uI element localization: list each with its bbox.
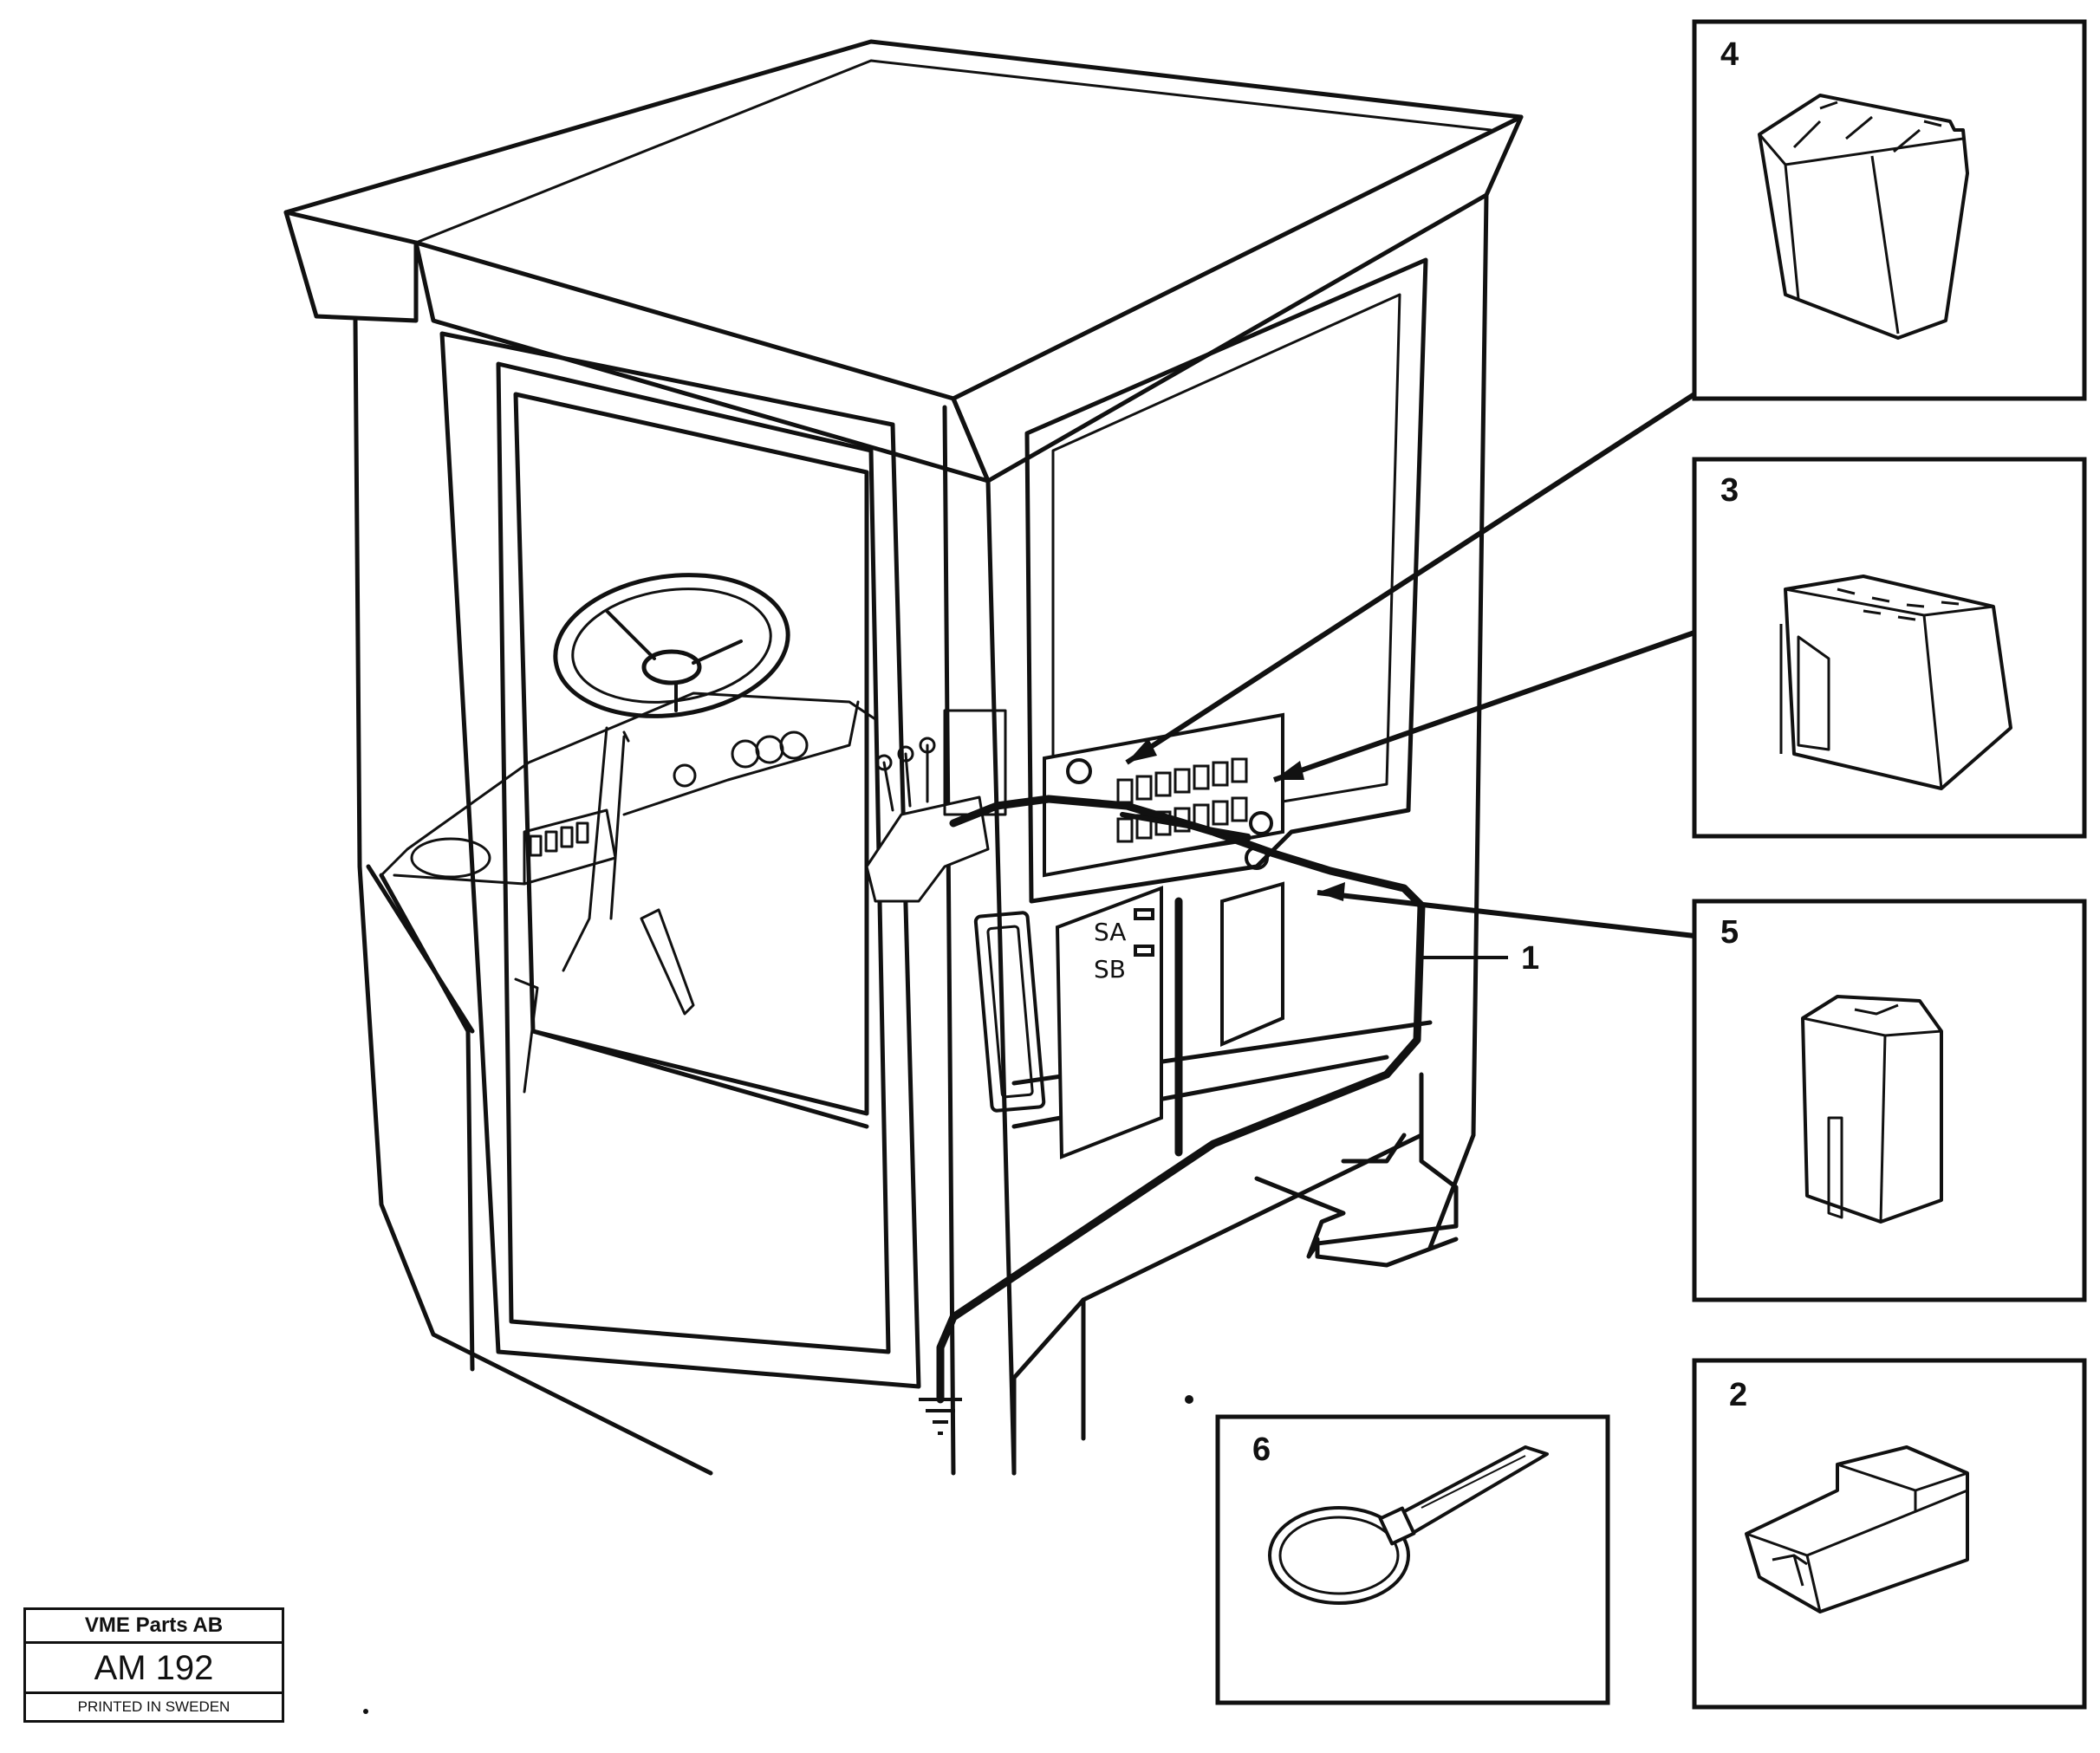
ground-icon [919,1398,962,1435]
leader-arrowheads [1127,738,1345,901]
stamp-code: AM 192 [26,1644,282,1694]
connector-4-icon [1758,94,1969,340]
connector-3-icon [1779,575,2012,790]
callout-3-label: 3 [1720,472,1739,509]
stamp-printed: PRINTED IN SWEDEN [77,1698,231,1715]
callout-box-2: 2 [1692,1358,2087,1710]
callout-5-label: 5 [1720,914,1739,951]
sb-label: SB [1094,955,1126,984]
control-levers [865,709,1007,903]
callout-1-label: 1 [1521,940,1539,977]
callout-box-5: 5 [1692,899,2087,1302]
callout-2-label: 2 [1729,1377,1747,1413]
dash-gauges [673,730,809,788]
callout-box-6: 6 [1215,1414,1610,1705]
dash-switches [529,821,589,857]
callout-box-4: 4 [1692,19,2087,401]
lower-panels [973,881,1284,1159]
connector-5-icon [1801,995,1943,1224]
callout-6-label: 6 [1252,1432,1271,1468]
parts-stamp: VME Parts AB AM 192 PRINTED IN SWEDEN [23,1607,284,1723]
leader-lines [1125,392,1696,959]
connector-2-icon [1745,1445,1969,1613]
wiring-harness [936,795,1426,1404]
sa-label: SA [1094,918,1126,946]
callout-4-label: 4 [1720,36,1739,73]
cab-door [439,331,921,1389]
cab-roof-fascia [283,210,419,323]
callout-box-3: 3 [1692,457,2087,839]
cable-tie-icon [1268,1445,1549,1605]
steering-wheel [553,573,790,718]
cab-side-window [1024,257,1428,904]
stamp-company: VME Parts AB [26,1610,282,1644]
cab-door-window [513,392,869,1116]
